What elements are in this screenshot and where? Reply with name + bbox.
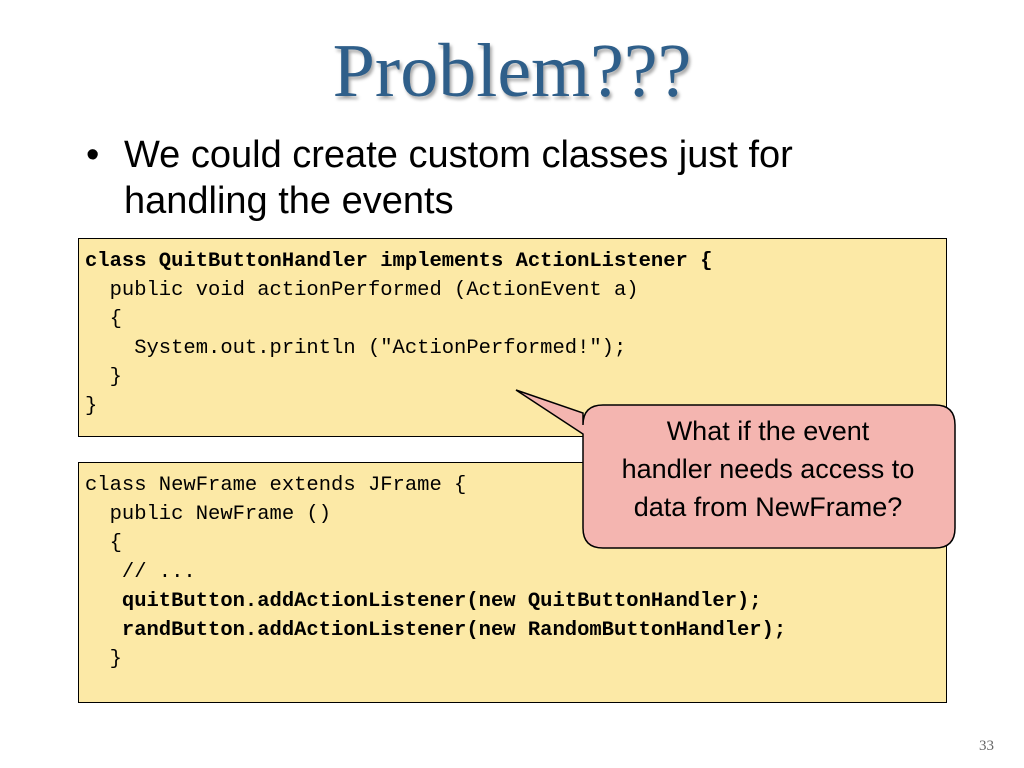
bullet-line-1: We could create custom classes just for	[124, 134, 793, 176]
page-number: 33	[979, 738, 994, 754]
code-line: System.out.println ("ActionPerformed!");	[85, 337, 627, 360]
code-line: randButton.addActionListener(new RandomB…	[85, 619, 787, 642]
bullet-marker: •	[86, 134, 100, 176]
code-block-handler-class: class QuitButtonHandler implements Actio…	[78, 238, 947, 437]
code-line: // ...	[85, 561, 196, 584]
code-line: {	[85, 308, 122, 331]
code-line: class NewFrame extends JFrame {	[85, 474, 467, 497]
code-line: }	[85, 648, 122, 671]
callout-line-1: What if the event	[666, 416, 870, 446]
code-line: }	[85, 366, 122, 389]
callout-text: What if the event handler needs access t…	[583, 412, 953, 526]
slide-title: Problem???	[332, 29, 692, 113]
bullet-line-2: handling the events	[124, 180, 454, 222]
callout-line-2: handler needs access to	[621, 454, 915, 484]
bullet-text: We could create custom classes just for …	[124, 132, 904, 224]
code-line: {	[85, 532, 122, 555]
callout-line-3: data from NewFrame?	[633, 492, 903, 522]
code-line: class QuitButtonHandler implements Actio…	[85, 250, 713, 273]
code-line: public void actionPerformed (ActionEvent…	[85, 279, 639, 302]
code-line: }	[85, 395, 98, 418]
code-line: quitButton.addActionListener(new QuitBut…	[85, 590, 762, 613]
code-line: public NewFrame ()	[85, 503, 332, 526]
